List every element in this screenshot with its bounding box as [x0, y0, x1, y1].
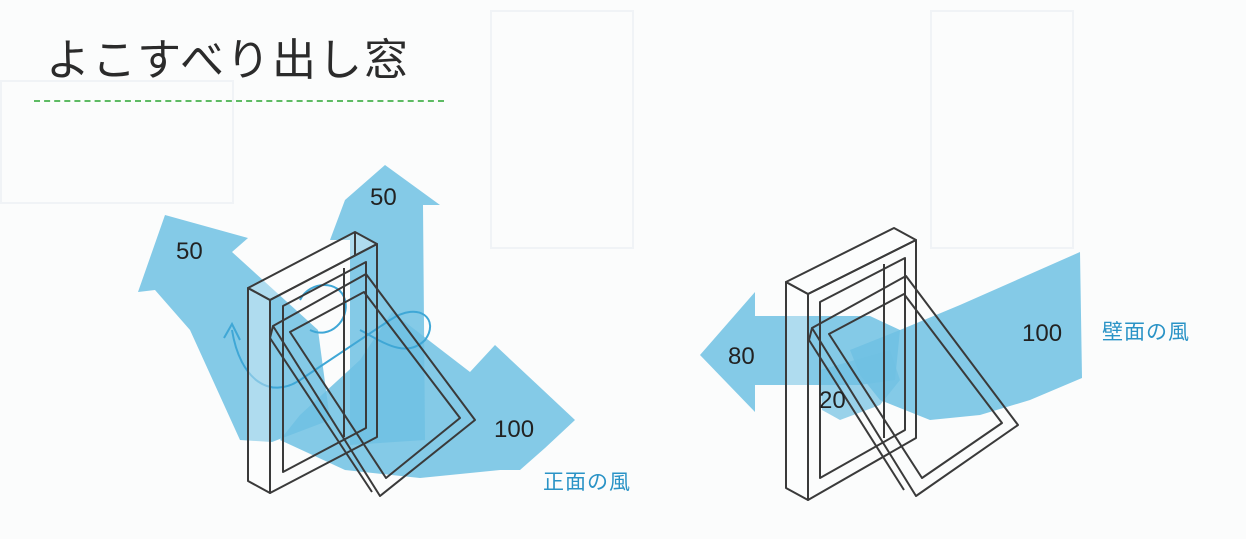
- left-window-frame: [247, 231, 378, 494]
- right-diagram: [700, 227, 1082, 501]
- left-flow-in-value: 100: [494, 416, 535, 443]
- right-flow-in-value: 100: [1022, 320, 1063, 347]
- background-ghost-frame: [0, 80, 234, 204]
- left-window-sash: [269, 273, 476, 497]
- right-caption: 壁面の風: [1102, 320, 1190, 344]
- right-flow-through-arrow: [820, 350, 900, 420]
- right-flow-through-value: 20: [819, 387, 846, 414]
- background-ghost-frame: [490, 10, 634, 249]
- right-window-frame: [785, 227, 917, 501]
- left-flow-up-value: 50: [370, 184, 397, 211]
- left-flow-up-arrow: [330, 165, 440, 445]
- left-swirl-arrowhead: [223, 321, 241, 341]
- right-flow-out-value: 80: [728, 343, 755, 370]
- background-ghost-frame: [930, 10, 1074, 249]
- right-flow-in-arrow: [850, 252, 1082, 420]
- left-caption: 正面の風: [543, 470, 631, 494]
- title-dashed-rule: [34, 100, 444, 102]
- left-swirl-curve: [231, 310, 431, 389]
- page-title: よこすべり出し窓: [46, 35, 411, 86]
- right-window-sash: [808, 275, 1019, 497]
- left-diagram: [138, 165, 575, 497]
- left-flow-left-value: 50: [176, 238, 203, 265]
